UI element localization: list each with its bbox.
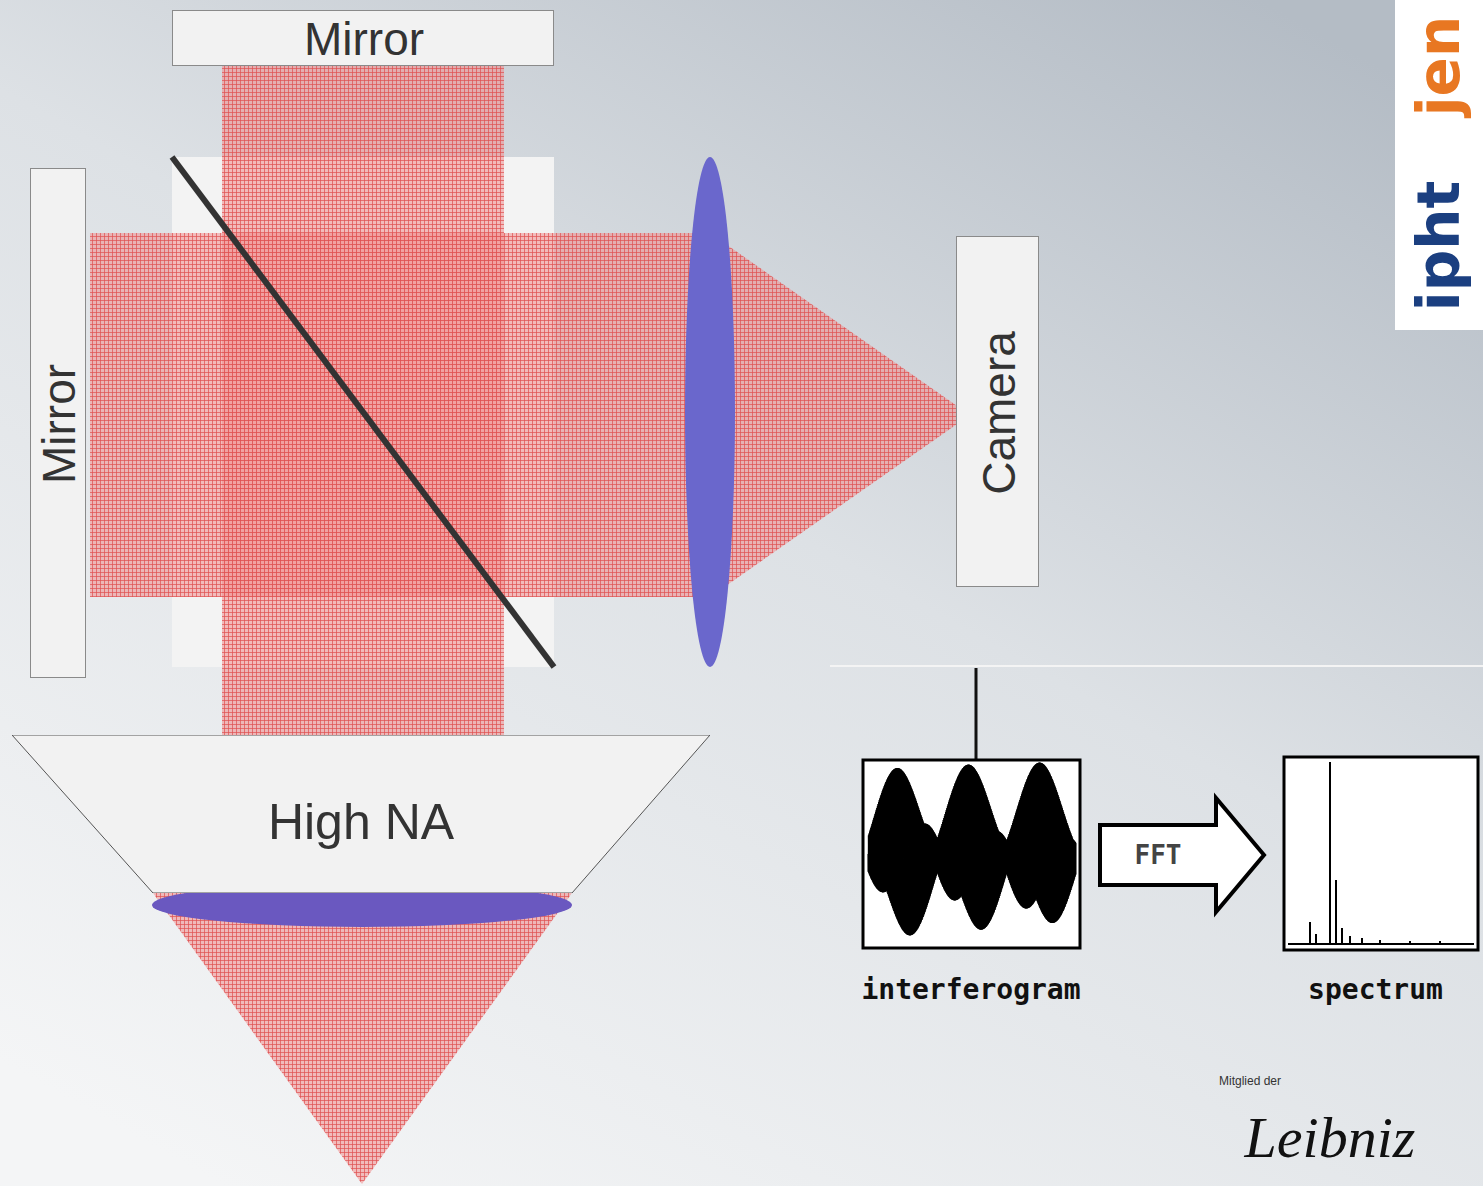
membership-note: Mitglied der [1219,1075,1281,1087]
plot-panel: spectrum [1268,757,1483,1012]
interferogram-trace [868,763,1076,936]
logo-ground [1395,0,1483,330]
logo-text: jen [1410,16,1468,117]
objective-shape: High NA [12,735,710,893]
part-label: Mirror [36,364,82,484]
part-label: High NA [268,797,454,847]
objective-body [12,735,710,893]
plot-frame [863,760,1080,948]
part-label: Mirror [304,16,424,62]
horizontal-beam [90,233,710,597]
edge-label: FFT [1133,840,1184,870]
focused-beam [710,233,970,597]
mirror-box: Mirror [30,168,86,678]
plot-caption: spectrum [1308,976,1443,1004]
camera-box: Camera [956,236,1039,587]
block-arrow [1100,798,1264,912]
lens [685,157,735,667]
divider-line [830,665,1483,667]
plot-caption: interferogram [861,976,1080,1004]
mirror-box: Mirror [172,10,554,66]
spectrum-trace [1288,762,1474,944]
plot-panel: interferogram [846,757,1096,1012]
plot-frame [1284,757,1478,950]
part-label: Camera [976,331,1022,495]
logo-signature: Leibniz [1245,1109,1416,1167]
objective-cone [153,893,572,1184]
beamsplitter-plate [172,157,554,667]
leader-line [975,668,978,760]
logo-text: ipht [1410,181,1468,311]
